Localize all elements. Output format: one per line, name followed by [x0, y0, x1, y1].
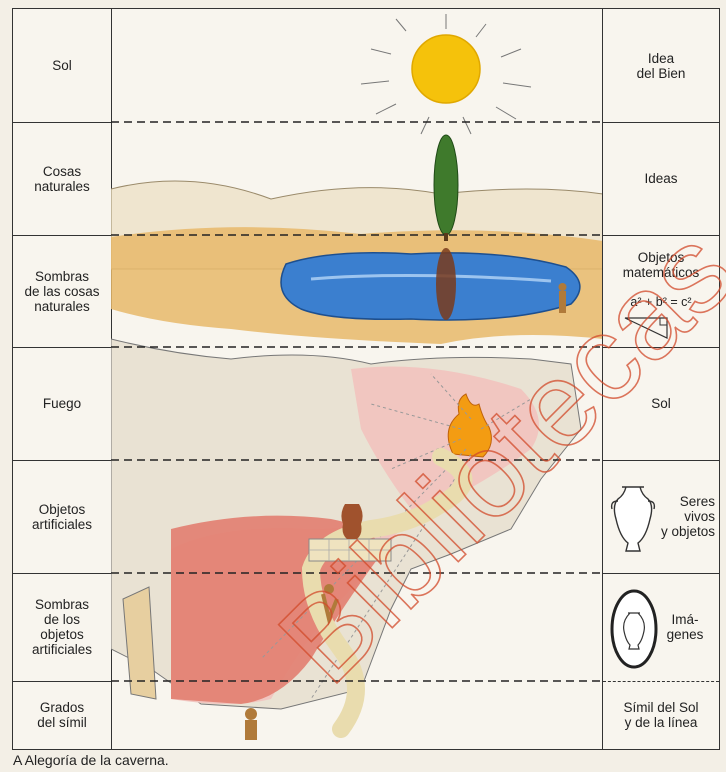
lake — [281, 253, 580, 320]
left-label-cosas-naturales: Cosas naturales — [13, 122, 111, 235]
prisoner-icon — [245, 720, 257, 740]
figure-caption: A Alegoría de la caverna. — [13, 752, 169, 768]
right-label-simil: Símil del Sol y de la línea — [603, 681, 719, 749]
left-label-sombras-objetos: Sombras de los objetos artificiales — [13, 573, 111, 681]
person-icon — [559, 291, 566, 313]
right-column: Idea del Bien Ideas Objetos matemáticos … — [602, 9, 719, 749]
right-label-imagenes: Imá- genes — [655, 573, 715, 681]
prisoner-head-icon — [245, 708, 257, 720]
cave-allegory-illustration — [111, 9, 603, 749]
left-label-sol: Sol — [13, 9, 111, 122]
tree-reflection-icon — [436, 248, 456, 320]
left-column: Sol Cosas naturales Sombras de las cosas… — [13, 9, 112, 749]
right-label-sol: Sol — [603, 347, 719, 460]
left-label-fuego: Fuego — [13, 347, 111, 460]
person-head-icon — [324, 584, 334, 594]
allegory-diagram-frame: Sol Cosas naturales Sombras de las cosas… — [12, 8, 720, 750]
amphora-icon — [608, 483, 658, 555]
tree-trunk — [444, 233, 448, 241]
sun-icon — [412, 35, 480, 103]
right-label-ideas: Ideas — [603, 122, 719, 235]
person-head-icon — [559, 283, 567, 291]
vase-image-oval-icon — [608, 587, 660, 671]
right-label-objetos-matematicos: Objetos matemáticos — [603, 235, 719, 295]
vase-icon — [341, 504, 362, 539]
pythagoras-formula: a² + b² = c² — [603, 291, 719, 313]
left-label-sombras-cosas: Sombras de las cosas naturales — [13, 235, 111, 347]
right-triangle-icon — [623, 314, 671, 340]
left-label-objetos-artificiales: Objetos artificiales — [13, 460, 111, 573]
right-label-seres-vivos: Seres vivos y objetos — [653, 460, 715, 573]
tree-icon — [434, 135, 458, 235]
right-label-idea-del-bien: Idea del Bien — [603, 9, 719, 122]
left-label-grados: Grados del símil — [13, 681, 111, 749]
